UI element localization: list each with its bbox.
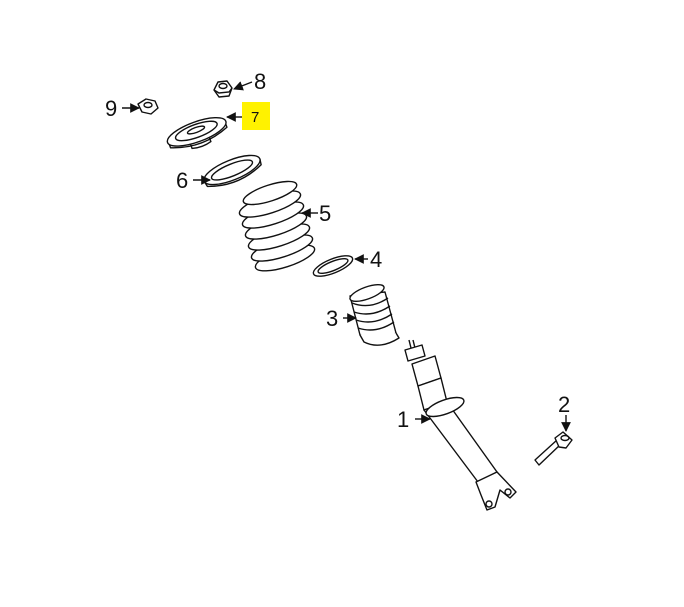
callout-label-8[interactable]: 8 — [254, 69, 266, 94]
part-3-bump-stop[interactable] — [348, 281, 400, 346]
part-9-nut[interactable] — [137, 98, 159, 115]
callout-label-5[interactable]: 5 — [319, 201, 331, 226]
callout-label-6[interactable]: 6 — [176, 168, 188, 193]
callout-label-9[interactable]: 9 — [105, 96, 117, 121]
part-7-upper-mount[interactable] — [164, 112, 231, 157]
callout-label-4[interactable]: 4 — [370, 247, 382, 272]
callout-arrow-8 — [233, 81, 253, 91]
callout-label-1[interactable]: 1 — [397, 407, 409, 432]
callout-highlight-7 — [242, 102, 270, 130]
callout-label-3[interactable]: 3 — [326, 306, 338, 331]
callout-label-2[interactable]: 2 — [558, 392, 570, 417]
part-5-coil-spring[interactable] — [237, 177, 317, 276]
part-4-lower-insulator[interactable] — [311, 252, 355, 281]
part-6-upper-insulator[interactable] — [200, 149, 264, 192]
part-1-shock-absorber[interactable] — [404, 339, 517, 511]
part-2-bolt[interactable] — [534, 431, 573, 466]
part-8-nut[interactable] — [213, 80, 233, 98]
callout-label-7[interactable]: 7 — [251, 109, 259, 126]
